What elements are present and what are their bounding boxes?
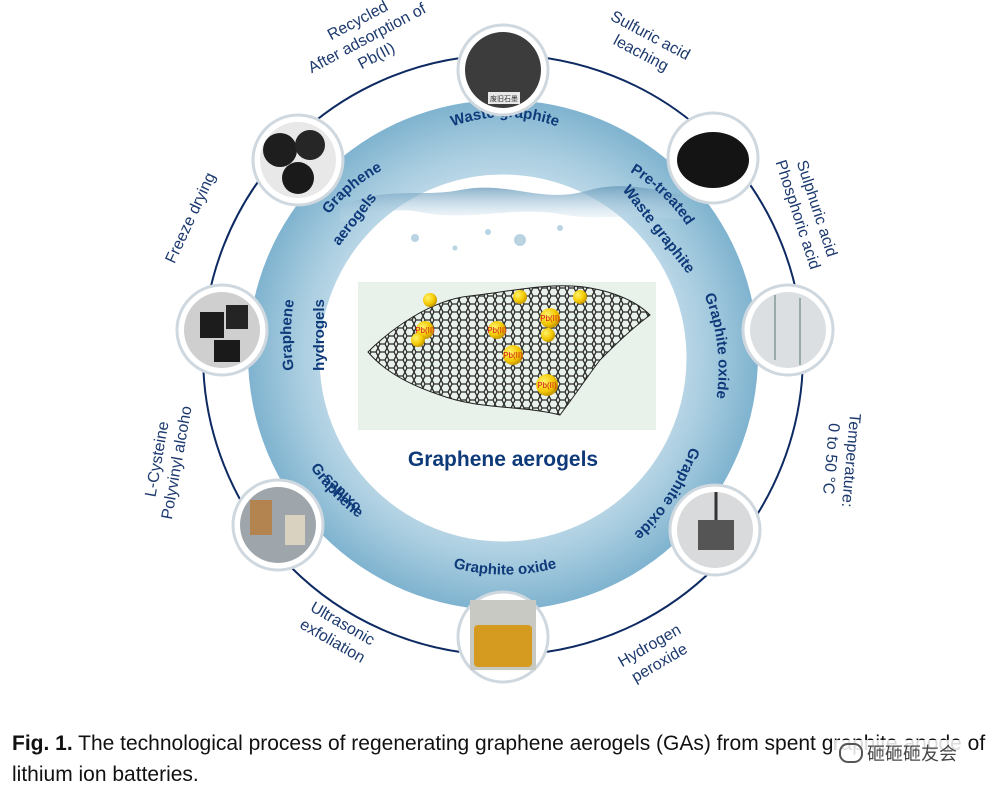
- inner-label-graphite-oxide-bottom: Graphite oxide: [452, 555, 558, 578]
- pb-ion-ball: [541, 328, 555, 342]
- photo-waste-graphite: 废旧石墨: [456, 23, 550, 117]
- pb-ion-ball: [488, 321, 506, 339]
- pb-ion-ball: [513, 290, 527, 304]
- wechat-icon: [839, 743, 863, 763]
- outer-label-freeze-drying: Freeze drying: [163, 170, 220, 266]
- pb-ion-ball: [423, 293, 437, 307]
- outer-label-cysteine: L-Cysteine Polyvinyl alcoho: [143, 405, 196, 521]
- photo-graphite-oxide: [456, 590, 550, 684]
- pb-ion-ball: [536, 374, 558, 396]
- caption-text: The technological process of regeneratin…: [12, 732, 986, 786]
- pb-ion-label: Pb(II): [540, 314, 560, 323]
- photo-reactor: [741, 283, 835, 377]
- svg-text:Freeze drying: Freeze drying: [163, 170, 220, 266]
- figure-caption: Fig. 1. The technological process of reg…: [12, 728, 987, 790]
- pb-ion-label: Pb(II): [487, 326, 507, 335]
- pb-ion-ball: [503, 345, 523, 365]
- outer-label-acids: Sulphuric acid Phosphoric acid: [772, 158, 840, 272]
- svg-text:0 to 50 °C: 0 to 50 °C: [819, 422, 842, 495]
- graphene-image: Pb(II) Pb(II) Pb(II) Pb(II) Pb(II): [358, 282, 656, 430]
- outer-label-recycled: Recycled After adsorption of Pb(II): [306, 0, 430, 77]
- photo-stirrer: [668, 483, 762, 577]
- outer-label-ultrasonic: Ultrasonic exfoliation: [297, 599, 378, 667]
- pb-ion-label: Pb(II): [537, 381, 557, 390]
- pb-ion-ball: [573, 290, 587, 304]
- watermark: 砸砸砸友会: [835, 740, 961, 766]
- caption-prefix: Fig. 1.: [12, 732, 73, 755]
- outer-label-sulfuric-leaching: Sulfuric acid leaching: [608, 8, 693, 75]
- photo-pretreated-graphite: [666, 111, 760, 205]
- water-wave: [340, 186, 680, 251]
- pb-ion-ball: [411, 333, 425, 347]
- watermark-text: 砸砸砸友会: [867, 744, 957, 765]
- outer-label-hydrogen-peroxide: Hydrogen peroxide: [615, 621, 690, 686]
- pb-ion-label: Pb(II): [415, 326, 435, 335]
- process-diagram: Pb(II) Pb(II) Pb(II) Pb(II) Pb(II) Graphene …: [143, 0, 864, 686]
- photo-graphene-aerogels: [251, 113, 345, 207]
- inner-label-hydrogels-line2: hydrogels: [311, 299, 328, 371]
- outer-label-temperature: Temperature: 0 to 50 °C: [819, 413, 863, 508]
- center-title: Graphene aerogels: [408, 448, 598, 471]
- pb-ion-ball: [540, 308, 560, 328]
- pb-ion-label: Pb(II): [503, 351, 523, 360]
- jar-label: 废旧石墨: [490, 94, 518, 103]
- photo-graphene-oxides: [231, 478, 325, 572]
- photo-graphene-hydrogels: [175, 283, 269, 377]
